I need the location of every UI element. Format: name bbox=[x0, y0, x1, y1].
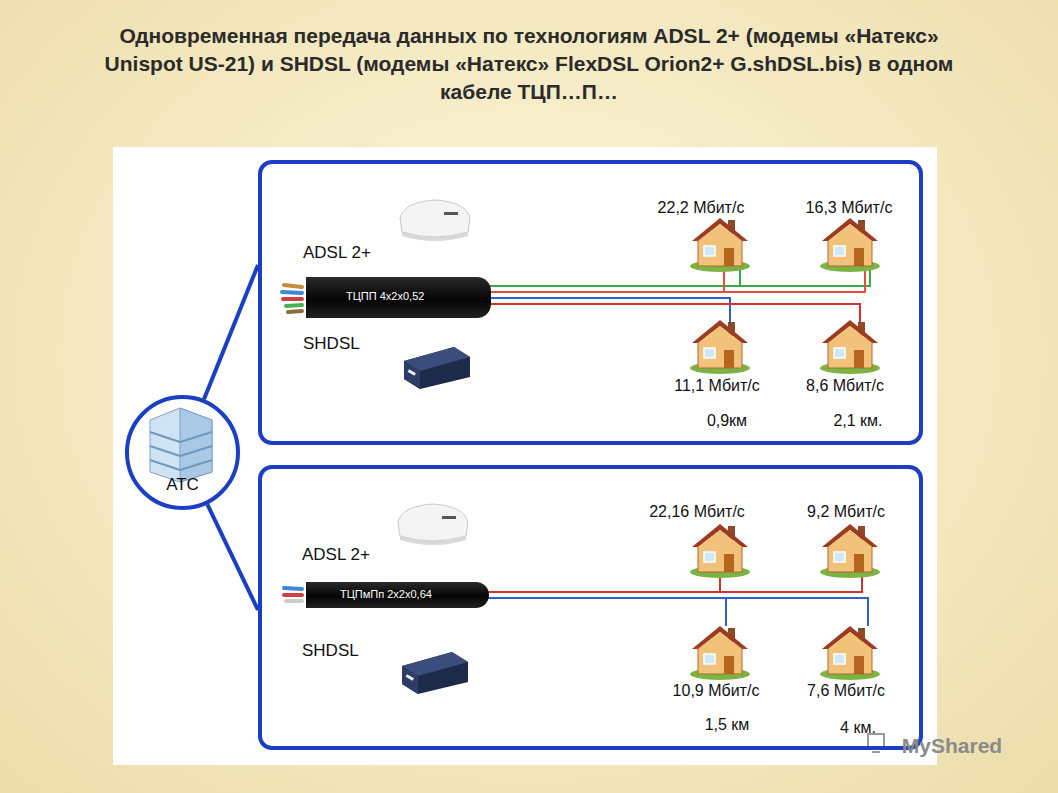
node-label: АТС bbox=[129, 475, 236, 495]
speed-label: 10,9 Мбит/с bbox=[673, 682, 760, 700]
link-connector bbox=[207, 504, 258, 610]
distance-label: 4 км. bbox=[840, 719, 876, 737]
speed-label: 7,6 Мбит/с bbox=[807, 682, 885, 700]
technology-label: ADSL 2+ bbox=[302, 545, 370, 565]
speed-label: 11,1 Мбит/с bbox=[674, 377, 760, 395]
distance-label: 2,1 км. bbox=[833, 412, 882, 430]
cable-label: ТЦПП 4х2х0,52 bbox=[346, 290, 424, 302]
technology-label: SHDSL bbox=[302, 641, 359, 661]
cable-body: ТЦПмПп 2х2х0,64 bbox=[306, 582, 489, 608]
distance-label: 1,5 км bbox=[705, 716, 750, 734]
speed-label: 22,16 Мбит/с bbox=[649, 503, 745, 521]
cable-label: ТЦПмПп 2х2х0,64 bbox=[340, 588, 432, 600]
speed-label: 8,6 Мбит/с bbox=[806, 377, 884, 395]
technology-label: SHDSL bbox=[303, 334, 360, 354]
link-connector bbox=[204, 265, 258, 399]
watermark: MyShared bbox=[902, 734, 1002, 758]
speed-label: 16,3 Мбит/с bbox=[806, 199, 893, 217]
speed-label: 22,2 Мбит/с bbox=[658, 199, 745, 217]
distance-label: 0,9км bbox=[707, 412, 747, 430]
page-title: Одновременная передача данных по техноло… bbox=[84, 22, 974, 106]
speed-label: 9,2 Мбит/с bbox=[807, 503, 885, 521]
cable-body: ТЦПП 4х2х0,52 bbox=[306, 277, 491, 318]
technology-label: ADSL 2+ bbox=[303, 243, 371, 263]
exchange-circle: АТС bbox=[125, 395, 240, 510]
